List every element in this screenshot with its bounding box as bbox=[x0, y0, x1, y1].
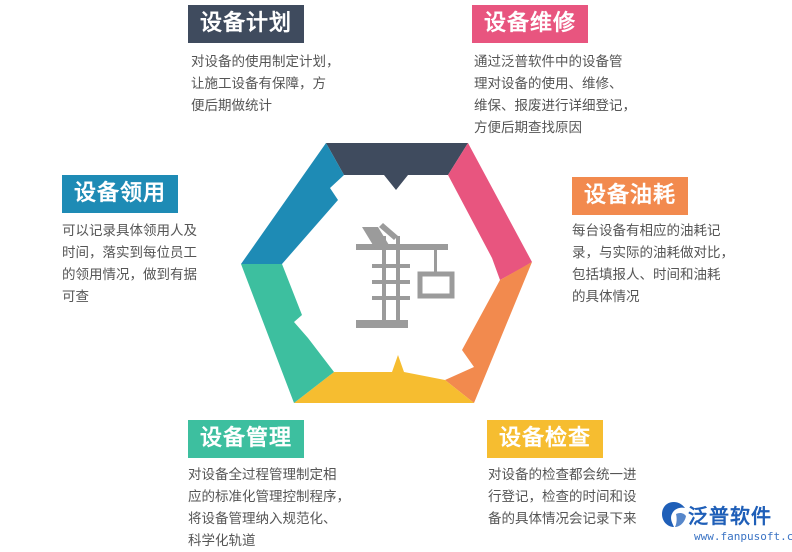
title-fuel: 设备油耗 bbox=[572, 177, 689, 215]
desc-line: 对设备的使用制定计划， bbox=[191, 54, 340, 70]
desc-line: 的具体情况 bbox=[572, 289, 640, 305]
title-manage: 设备管理 bbox=[188, 420, 305, 458]
fanpu-logo: 泛普软件 www.fanpusoft.com bbox=[660, 498, 792, 548]
hex-segment-manage bbox=[241, 264, 334, 403]
desc-usage: 可以记录具体领用人及 时间，落实到每位员工 的领用情况，做到有据 可查 bbox=[62, 220, 197, 308]
desc-line: 可查 bbox=[62, 289, 89, 305]
desc-line: 时间，落实到每位员工 bbox=[62, 245, 197, 261]
desc-manage: 对设备全过程管理制定相 应的标准化管理控制程序， 将设备管理纳入规范化、 科学化… bbox=[188, 464, 350, 552]
desc-line: 录，与实际的油耗做对比， bbox=[572, 245, 734, 261]
title-inspect: 设备检查 bbox=[487, 420, 604, 458]
title-plan: 设备计划 bbox=[188, 5, 305, 43]
desc-line: 理对设备的使用、维修、 bbox=[474, 76, 623, 92]
desc-line: 对设备全过程管理制定相 bbox=[188, 467, 337, 483]
hex-segment-plan bbox=[326, 143, 468, 190]
desc-line: 每台设备有相应的油耗记 bbox=[572, 223, 721, 239]
desc-line: 备的具体情况会记录下来 bbox=[488, 511, 637, 527]
desc-line: 将设备管理纳入规范化、 bbox=[188, 511, 337, 527]
desc-line: 维保、报废进行详细登记， bbox=[474, 98, 636, 114]
desc-line: 行登记，检查的时间和设 bbox=[488, 489, 637, 505]
desc-repair: 通过泛普软件中的设备管 理对设备的使用、维修、 维保、报废进行详细登记， 方便后… bbox=[474, 51, 636, 139]
tower-crane-icon bbox=[356, 223, 455, 328]
title-repair: 设备维修 bbox=[472, 5, 589, 43]
hex-segment-repair bbox=[448, 143, 532, 280]
logo-icon bbox=[662, 502, 686, 527]
desc-line: 让施工设备有保障，方 bbox=[191, 76, 326, 92]
hex-segment-usage bbox=[241, 143, 344, 264]
desc-line: 包括填报人、时间和油耗 bbox=[572, 267, 721, 283]
desc-line: 的领用情况，做到有据 bbox=[62, 267, 197, 283]
desc-line: 应的标准化管理控制程序， bbox=[188, 489, 350, 505]
desc-plan: 对设备的使用制定计划， 让施工设备有保障，方 便后期做统计 bbox=[191, 51, 340, 117]
desc-inspect: 对设备的检查都会统一进 行登记，检查的时间和设 备的具体情况会记录下来 bbox=[488, 464, 637, 530]
hex-segment-fuel bbox=[445, 262, 532, 403]
desc-line: 便后期做统计 bbox=[191, 98, 272, 114]
logo-name: 泛普软件 bbox=[688, 504, 772, 528]
hex-segment-inspect bbox=[294, 355, 474, 403]
desc-line: 对设备的检查都会统一进 bbox=[488, 467, 637, 483]
title-usage: 设备领用 bbox=[62, 175, 179, 213]
logo-url: www.fanpusoft.com bbox=[694, 530, 792, 543]
desc-fuel: 每台设备有相应的油耗记 录，与实际的油耗做对比， 包括填报人、时间和油耗 的具体… bbox=[572, 220, 734, 308]
desc-line: 科学化轨道 bbox=[188, 533, 256, 549]
desc-line: 方便后期查找原因 bbox=[474, 120, 582, 136]
desc-line: 可以记录具体领用人及 bbox=[62, 223, 197, 239]
desc-line: 通过泛普软件中的设备管 bbox=[474, 54, 623, 70]
